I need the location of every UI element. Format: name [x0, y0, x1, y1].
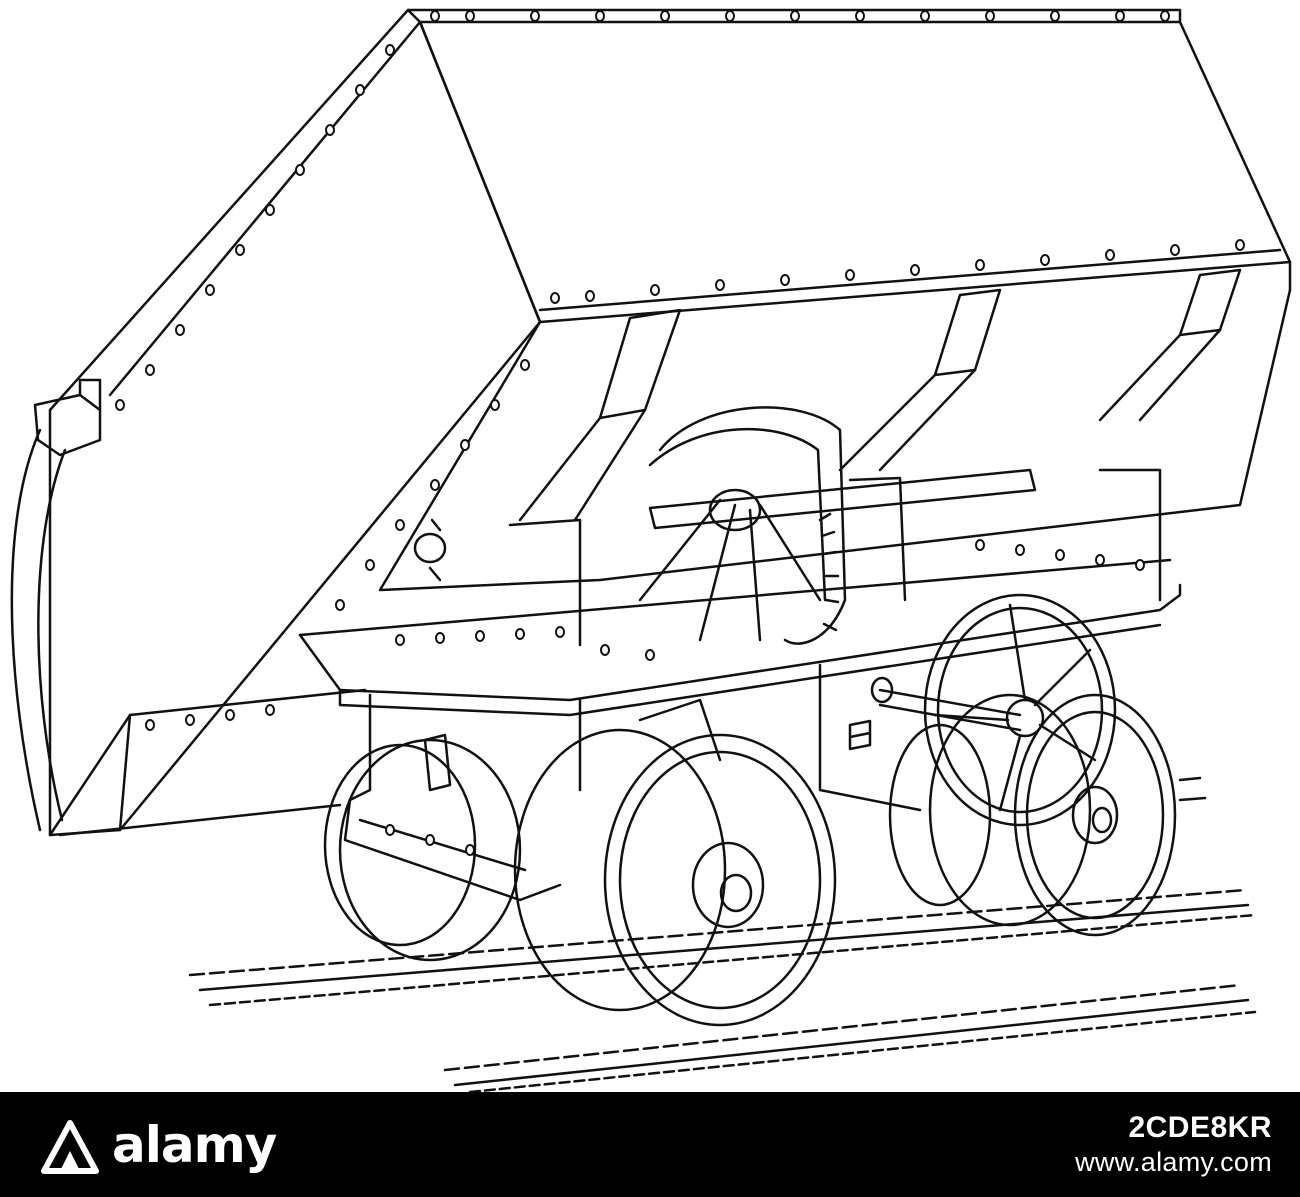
rail-tracks [188, 776, 1257, 1092]
brand-name: alamy [112, 1115, 277, 1174]
hand-wheel [923, 593, 1117, 827]
latch-pin [413, 518, 447, 582]
rear-wheels [323, 723, 992, 962]
image-id: 2CDE8KR [1128, 1111, 1272, 1144]
axle-shafts [648, 468, 1037, 732]
hopper-stiffeners [518, 268, 1242, 522]
front-wheels [513, 693, 1177, 1027]
site-url[interactable]: www.alamy.com [1075, 1147, 1272, 1177]
watermark-footer: alamy 2CDE8KR www.alamy.com [0, 1092, 1300, 1197]
brand-logo[interactable]: alamy [38, 1115, 277, 1175]
tipping-gear-segment [638, 406, 847, 645]
rivets [115, 10, 1245, 856]
alamy-logo-icon [41, 1119, 99, 1174]
car-frame [298, 468, 1182, 902]
tipping-car-illustration [10, 8, 1292, 1092]
axle-box-springs [423, 676, 894, 792]
